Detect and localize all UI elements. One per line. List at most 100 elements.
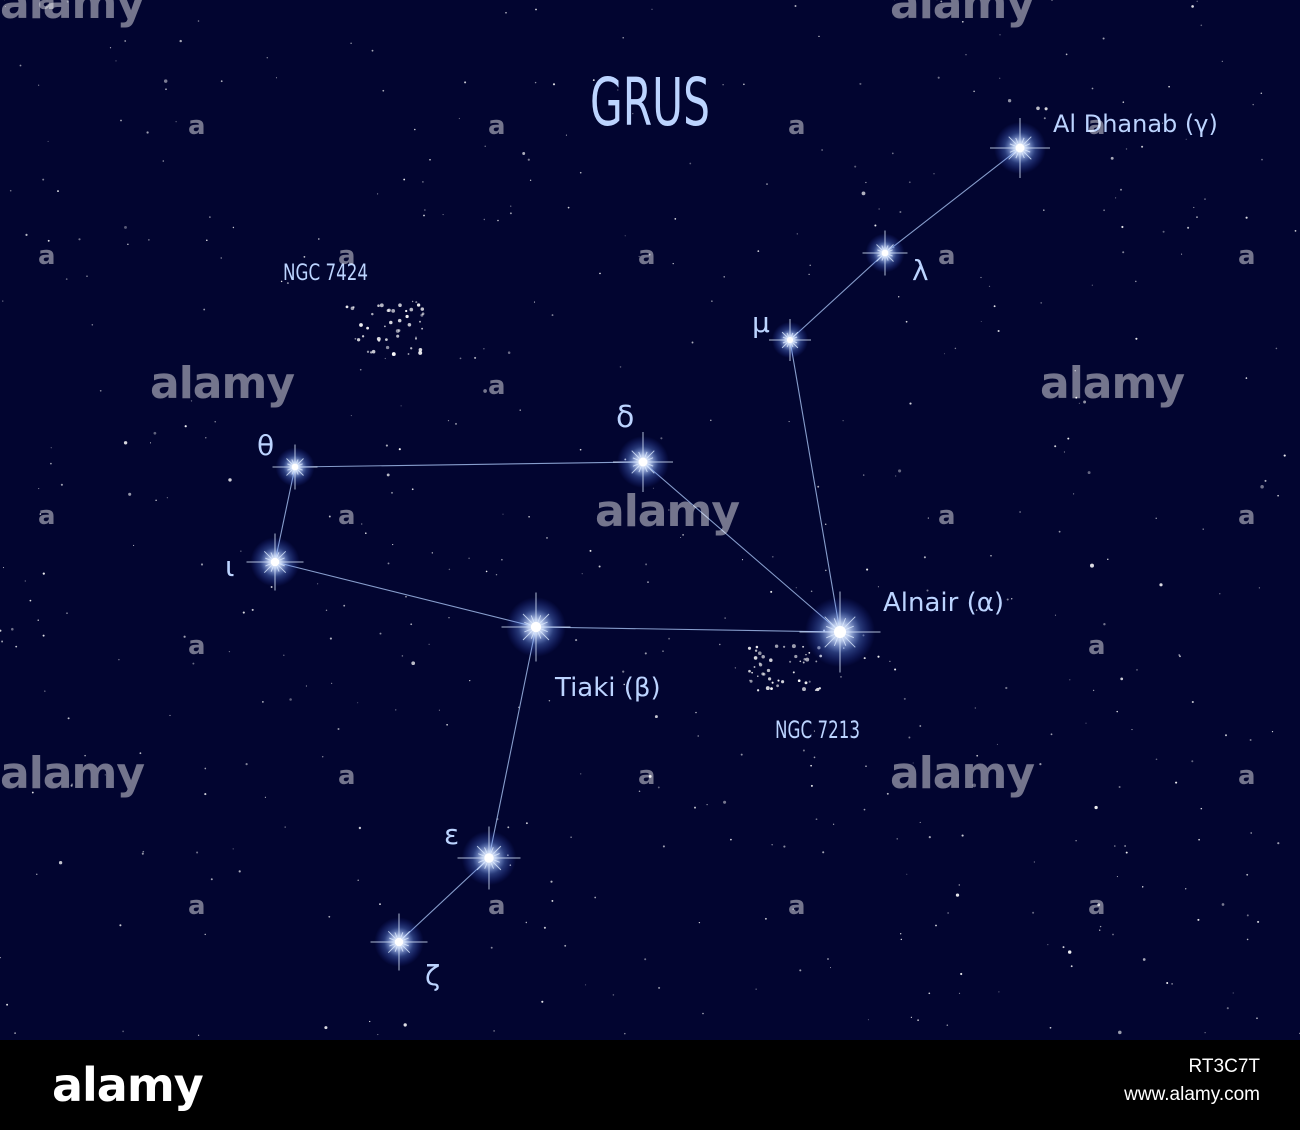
label-delta: δ bbox=[616, 400, 634, 435]
background-star bbox=[1110, 156, 1114, 160]
background-star bbox=[1054, 614, 1057, 616]
background-star bbox=[2, 300, 4, 302]
background-star bbox=[262, 701, 264, 703]
background-star bbox=[680, 536, 682, 539]
constellation-line bbox=[642, 461, 841, 633]
background-star bbox=[840, 676, 842, 678]
background-star bbox=[617, 89, 619, 91]
background-star bbox=[551, 899, 554, 902]
background-star bbox=[794, 909, 796, 911]
cluster-star bbox=[415, 336, 417, 339]
background-star bbox=[133, 544, 135, 546]
star-mu bbox=[769, 319, 811, 361]
background-star bbox=[619, 366, 622, 368]
cluster-star bbox=[753, 666, 756, 668]
background-star bbox=[1246, 938, 1249, 941]
background-star bbox=[808, 273, 810, 276]
label-lambda: λ bbox=[912, 254, 929, 287]
background-star bbox=[903, 697, 906, 700]
background-star bbox=[148, 239, 150, 241]
background-star bbox=[1271, 731, 1274, 733]
background-star bbox=[2, 567, 5, 569]
background-star bbox=[1, 640, 4, 643]
background-star bbox=[414, 128, 416, 131]
background-star bbox=[169, 714, 171, 716]
background-star bbox=[905, 320, 908, 323]
background-star bbox=[622, 670, 625, 673]
cluster-star bbox=[405, 314, 409, 319]
star-iota bbox=[246, 533, 304, 591]
cluster-star bbox=[369, 351, 373, 354]
background-star bbox=[1260, 92, 1263, 95]
label-mu: μ bbox=[752, 306, 770, 339]
background-star bbox=[702, 1012, 704, 1015]
background-star bbox=[357, 879, 359, 881]
background-star bbox=[648, 253, 651, 256]
background-star bbox=[31, 791, 34, 794]
background-star bbox=[324, 1026, 328, 1030]
background-star bbox=[723, 800, 727, 804]
background-star bbox=[896, 838, 898, 840]
background-star bbox=[697, 735, 699, 737]
background-star bbox=[330, 682, 333, 685]
background-star bbox=[220, 257, 222, 259]
background-star bbox=[86, 275, 88, 277]
background-star bbox=[58, 861, 63, 865]
background-star bbox=[42, 572, 45, 575]
background-star bbox=[386, 473, 390, 477]
background-star bbox=[155, 499, 157, 502]
background-star bbox=[459, 357, 462, 360]
background-star bbox=[1065, 53, 1068, 56]
background-star bbox=[660, 437, 663, 440]
background-star bbox=[632, 113, 634, 115]
background-star bbox=[442, 214, 444, 216]
background-star bbox=[1204, 1032, 1206, 1034]
background-star bbox=[1033, 861, 1036, 863]
background-star bbox=[1067, 437, 1070, 440]
background-star bbox=[1275, 347, 1278, 350]
background-star bbox=[1044, 107, 1048, 111]
footer-bar: alamy RT3C7T www.alamy.com bbox=[0, 1040, 1300, 1130]
background-star bbox=[38, 84, 40, 86]
background-star bbox=[124, 40, 127, 42]
background-star bbox=[668, 637, 671, 640]
background-star bbox=[622, 36, 624, 39]
background-star bbox=[796, 233, 798, 235]
background-star bbox=[1246, 914, 1249, 917]
background-star bbox=[42, 634, 45, 637]
background-star bbox=[153, 431, 157, 435]
constellation-line bbox=[789, 252, 886, 341]
constellation-line bbox=[294, 461, 644, 468]
background-star bbox=[118, 658, 120, 661]
background-star bbox=[825, 569, 827, 572]
background-star bbox=[232, 226, 235, 229]
background-star bbox=[448, 617, 450, 619]
background-star bbox=[1125, 851, 1128, 854]
background-star bbox=[1185, 888, 1187, 890]
background-star bbox=[495, 574, 498, 576]
background-star bbox=[813, 730, 815, 732]
background-star bbox=[377, 1034, 379, 1036]
background-star bbox=[1221, 60, 1223, 63]
cluster-star bbox=[359, 323, 363, 327]
background-star bbox=[1175, 781, 1178, 784]
background-star bbox=[1200, 807, 1203, 810]
background-star bbox=[1135, 280, 1137, 283]
background-star bbox=[826, 957, 830, 961]
background-star bbox=[15, 645, 18, 648]
background-star bbox=[60, 483, 63, 486]
background-star bbox=[403, 1023, 407, 1027]
background-star bbox=[1221, 903, 1225, 906]
background-star bbox=[1159, 583, 1163, 587]
background-star bbox=[792, 908, 794, 910]
star-zeta bbox=[370, 913, 428, 971]
background-star bbox=[284, 826, 286, 828]
background-star bbox=[565, 134, 567, 136]
background-star bbox=[645, 563, 648, 566]
cluster-star bbox=[782, 645, 786, 648]
background-star bbox=[29, 599, 32, 602]
background-star bbox=[757, 675, 759, 677]
background-star bbox=[891, 152, 894, 155]
cluster-star bbox=[755, 645, 759, 649]
background-star bbox=[624, 235, 626, 237]
